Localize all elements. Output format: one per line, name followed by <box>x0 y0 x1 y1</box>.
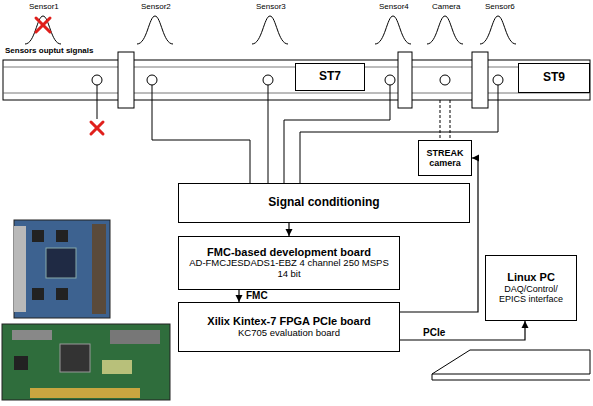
wire <box>97 85 98 119</box>
flange <box>398 52 412 108</box>
box-detail: KC705 evaluation board <box>238 328 340 339</box>
flange <box>472 52 488 108</box>
keyboard <box>432 350 590 374</box>
sensor-port <box>385 75 395 85</box>
sensor-label: Sensor2 <box>140 3 172 12</box>
connector <box>400 321 529 340</box>
computer-box: Linux PCDAQ/Control/ EPICS interface <box>485 255 577 321</box>
sensor-pulses <box>25 16 516 44</box>
connector <box>400 155 479 313</box>
sensor-label: Camera <box>431 3 461 12</box>
keyboard-edge <box>432 374 433 380</box>
camera-port <box>440 75 450 85</box>
pipe-outline <box>3 60 590 100</box>
camera-link <box>450 100 451 140</box>
arrow-head <box>286 229 293 236</box>
sensor-port <box>493 75 503 85</box>
arrow-head <box>236 295 243 302</box>
cross-stroke <box>36 18 50 32</box>
wire <box>300 85 498 183</box>
station-box: ST7 <box>295 63 365 91</box>
box-title: ST7 <box>319 70 341 84</box>
connector-line <box>400 321 525 340</box>
beam-pipe <box>3 52 590 108</box>
pulse <box>480 16 516 44</box>
connector <box>12 330 52 340</box>
pulse <box>375 16 411 44</box>
chip <box>46 248 76 278</box>
camera-link <box>440 100 441 140</box>
pulse <box>427 16 463 44</box>
cross-stroke <box>91 122 103 134</box>
camera-box: STREAK camera <box>418 140 472 176</box>
box-title: STREAK camera <box>423 148 467 169</box>
connector <box>236 290 243 302</box>
pulse <box>252 16 288 44</box>
fpga-chip <box>60 344 90 372</box>
sensor-label: Sensor6 <box>484 3 516 12</box>
process-box: Signal conditioning <box>178 183 470 223</box>
chip <box>32 230 44 242</box>
sensor-port <box>92 75 102 85</box>
connector-line <box>400 158 478 312</box>
sensor-label: Sensor3 <box>255 3 287 12</box>
box-title: Signal conditioning <box>268 196 379 210</box>
connector <box>110 330 160 344</box>
kc705-board-photo <box>2 324 170 400</box>
edge-label: PCIe <box>422 327 446 338</box>
arrow-head <box>522 321 529 328</box>
chip <box>14 356 28 370</box>
box-title: ST9 <box>543 71 565 85</box>
pcb <box>14 220 110 318</box>
chip <box>56 230 68 242</box>
arrow-head <box>472 155 479 162</box>
wire <box>152 85 250 183</box>
chip <box>56 288 68 300</box>
sensor-label: Sensor1 <box>28 3 60 12</box>
flange <box>118 52 134 108</box>
box-detail: AD-FMCJESDADS1-EBZ 4 channel 250 MSPS 14… <box>183 258 395 280</box>
sensor-label: Sensor4 <box>378 3 410 12</box>
fmc-board-photo <box>14 220 110 318</box>
pulse <box>25 16 61 44</box>
board-box: FMC-based development boardAD-FMCJESDADS… <box>178 236 400 290</box>
box-detail: DAQ/Control/ EPICS interface <box>490 284 572 305</box>
cross-stroke <box>91 122 103 134</box>
box-title: FMC-based development board <box>207 246 371 259</box>
caption-note: Sensors ouptut signals <box>4 47 94 56</box>
pulse <box>137 16 173 44</box>
sensor-port <box>263 75 273 85</box>
cross-stroke <box>36 18 50 32</box>
connector <box>286 223 293 236</box>
connector <box>14 226 26 312</box>
wire <box>268 85 269 183</box>
box-title: Linux PC <box>507 271 555 284</box>
station-box: ST9 <box>518 63 590 93</box>
sensor-wires <box>97 85 498 183</box>
pc-keyboard <box>432 350 590 380</box>
edge-label: FMC <box>245 290 269 301</box>
pcie-edge <box>30 388 140 398</box>
lcd <box>102 360 132 374</box>
sensor-port <box>147 75 157 85</box>
box-title: Xilix Kintex-7 FPGA PCIe board <box>207 315 370 328</box>
keyboard-edge <box>432 380 590 381</box>
board-box: Xilix Kintex-7 FPGA PCIe boardKC705 eval… <box>178 302 400 352</box>
pipe-inner-line <box>3 93 590 94</box>
chip <box>32 288 44 300</box>
pcb <box>2 324 170 400</box>
fmc-connector <box>92 224 106 314</box>
